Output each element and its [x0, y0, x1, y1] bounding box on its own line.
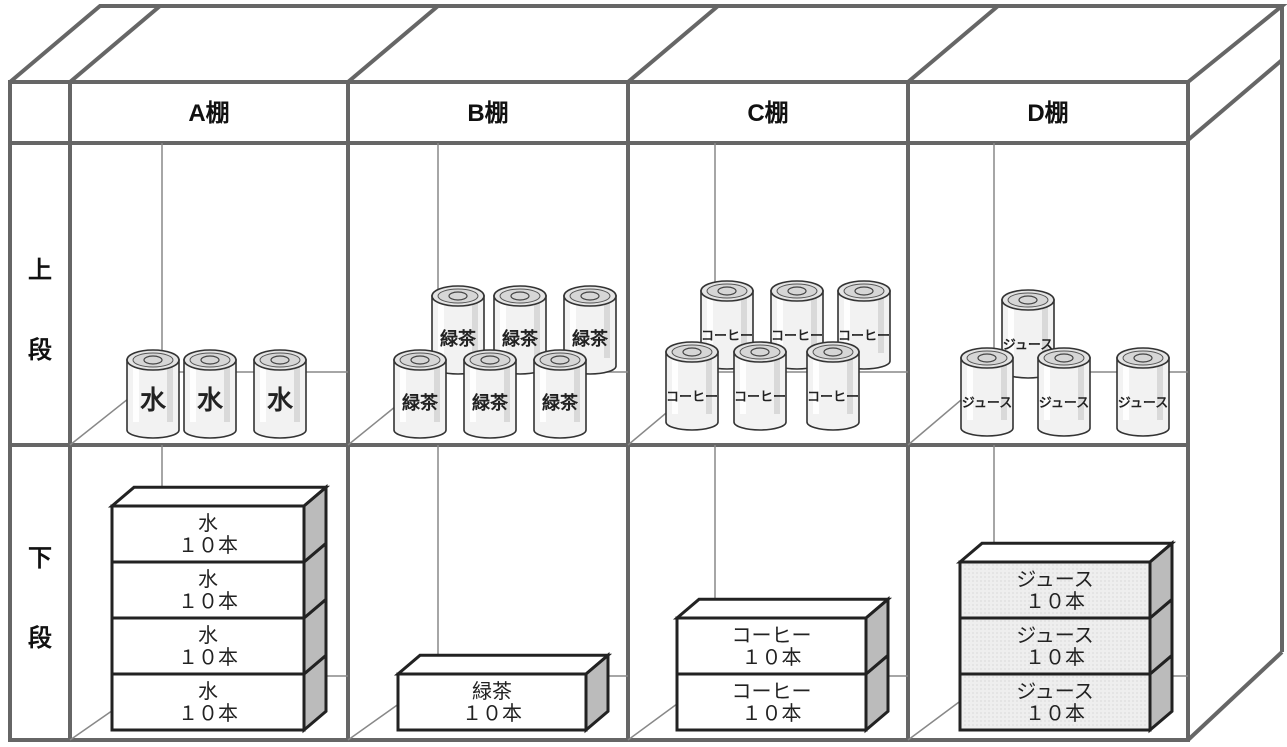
top-shelf-cans: 水水水緑茶緑茶緑茶緑茶緑茶緑茶コーヒーコーヒーコーヒーコーヒーコーヒーコーヒージ…	[126, 280, 1170, 439]
can: 緑茶	[431, 285, 485, 375]
header-c: C棚	[747, 99, 788, 127]
row-labels: 上 段 下 段	[28, 257, 52, 652]
can-label: コーヒー	[771, 329, 823, 344]
header-d: D棚	[1027, 99, 1068, 127]
can-label: 緑茶	[472, 392, 509, 414]
box-count-label: １０本	[742, 701, 802, 725]
box-count-label: １０本	[1025, 645, 1085, 669]
can: 緑茶	[463, 349, 517, 439]
box-item-label: コーヒー	[732, 623, 812, 647]
can-label: コーヒー	[838, 329, 890, 344]
can: コーヒー	[665, 341, 719, 431]
box-count-label: １０本	[178, 533, 238, 557]
can: コーヒー	[806, 341, 860, 431]
can-label: ジュース	[1118, 396, 1168, 411]
can-label: ジュース	[1003, 338, 1053, 353]
can-label: コーヒー	[734, 390, 786, 405]
can: ジュース	[960, 347, 1014, 437]
box-count-label: １０本	[742, 645, 802, 669]
box-item-label: ジュース	[1016, 679, 1094, 703]
can-label: ジュース	[1039, 396, 1089, 411]
header-b: B棚	[467, 99, 508, 127]
box-count-label: １０本	[178, 589, 238, 613]
can-label: 緑茶	[440, 328, 477, 350]
can-label: ジュース	[962, 396, 1012, 411]
box-item-label: 水	[198, 679, 218, 703]
can-label: 水	[267, 386, 294, 416]
can: ジュース	[1116, 347, 1170, 437]
header-a: A棚	[188, 99, 229, 127]
can-label: コーヒー	[701, 329, 753, 344]
box-count-label: １０本	[1025, 701, 1085, 725]
row-top-label-2: 段	[28, 336, 52, 364]
shelf-frame	[8, 3, 1287, 742]
box-item-label: コーヒー	[732, 679, 812, 703]
can-label: 水	[140, 386, 167, 416]
box-count-label: １０本	[178, 645, 238, 669]
can: 水	[253, 349, 307, 439]
can: 緑茶	[393, 349, 447, 439]
can-label: コーヒー	[807, 390, 859, 405]
bottom-shelf-boxes: 水１０本水１０本水１０本水１０本緑茶１０本コーヒー１０本コーヒー１０本ジュース１…	[107, 484, 1177, 734]
box-item-label: 水	[198, 623, 218, 647]
can: ジュース	[1037, 347, 1091, 437]
row-bottom-label-2: 段	[28, 624, 52, 652]
box-count-label: １０本	[178, 701, 238, 725]
can-label: 緑茶	[502, 328, 539, 350]
can: 緑茶	[533, 349, 587, 439]
box-item-label: 緑茶	[472, 679, 512, 703]
box-item-label: ジュース	[1016, 623, 1094, 647]
can: 水	[126, 349, 180, 439]
box-item-label: 水	[198, 567, 218, 591]
row-top-label-1: 上	[28, 257, 52, 284]
can-label: 水	[197, 386, 224, 416]
can: 水	[183, 349, 237, 439]
row-bottom-label-1: 下	[28, 545, 52, 572]
can-label: コーヒー	[666, 390, 718, 405]
box-item-label: 水	[198, 511, 218, 535]
can-label: 緑茶	[402, 392, 439, 414]
column-headers: A棚 B棚 C棚 D棚	[188, 99, 1068, 127]
can-label: 緑茶	[542, 392, 579, 414]
box-count-label: １０本	[462, 701, 522, 725]
can-label: 緑茶	[572, 328, 609, 350]
can: コーヒー	[733, 341, 787, 431]
box-count-label: １０本	[1025, 589, 1085, 613]
box-item-label: ジュース	[1016, 567, 1094, 591]
